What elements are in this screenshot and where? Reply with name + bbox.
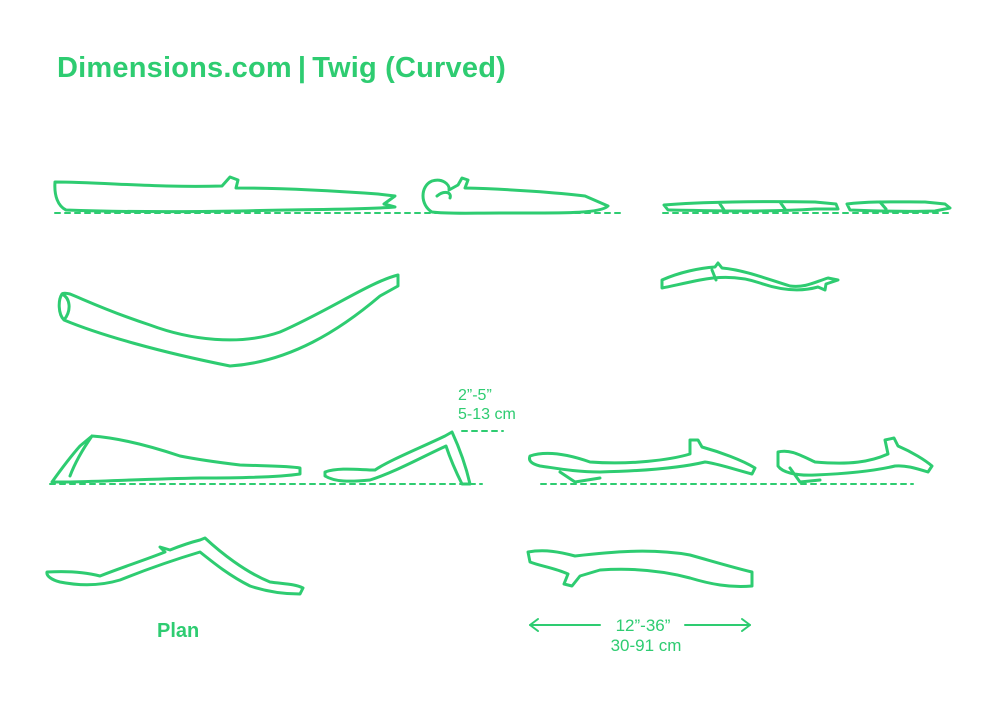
ground-lines — [49, 212, 951, 485]
twig-bent-elevation-a — [50, 434, 302, 484]
length-label-imperial: 12”-36” — [616, 616, 671, 635]
twig-knobby-elevation-b — [776, 436, 934, 484]
height-label-imperial: 2”-5” — [458, 387, 492, 404]
site-name: Dimensions.com — [57, 52, 292, 84]
twig-bent-elevation-b — [323, 430, 472, 486]
height-label-metric: 5-13 cm — [458, 406, 516, 423]
twig-plan-bent — [45, 536, 305, 596]
twig-elevation-short — [421, 176, 610, 215]
twig-curved-thin — [660, 261, 840, 292]
twig-knobby-elevation-a — [528, 438, 757, 484]
length-dimension-arrow — [529, 618, 751, 632]
page-title: Dimensions.com|Twig (Curved) — [57, 52, 506, 85]
twig-plan-arched — [526, 549, 754, 588]
twig-elevation-thin-a — [662, 200, 840, 213]
twig-elevation-thin-b — [845, 200, 952, 213]
product-name: Twig (Curved) — [312, 52, 506, 84]
length-label-metric: 30-91 cm — [611, 636, 682, 655]
twig-curved-thick — [57, 273, 400, 368]
title-separator: | — [297, 52, 307, 84]
plan-label: Plan — [157, 620, 199, 642]
twig-elevation-long — [53, 175, 397, 214]
